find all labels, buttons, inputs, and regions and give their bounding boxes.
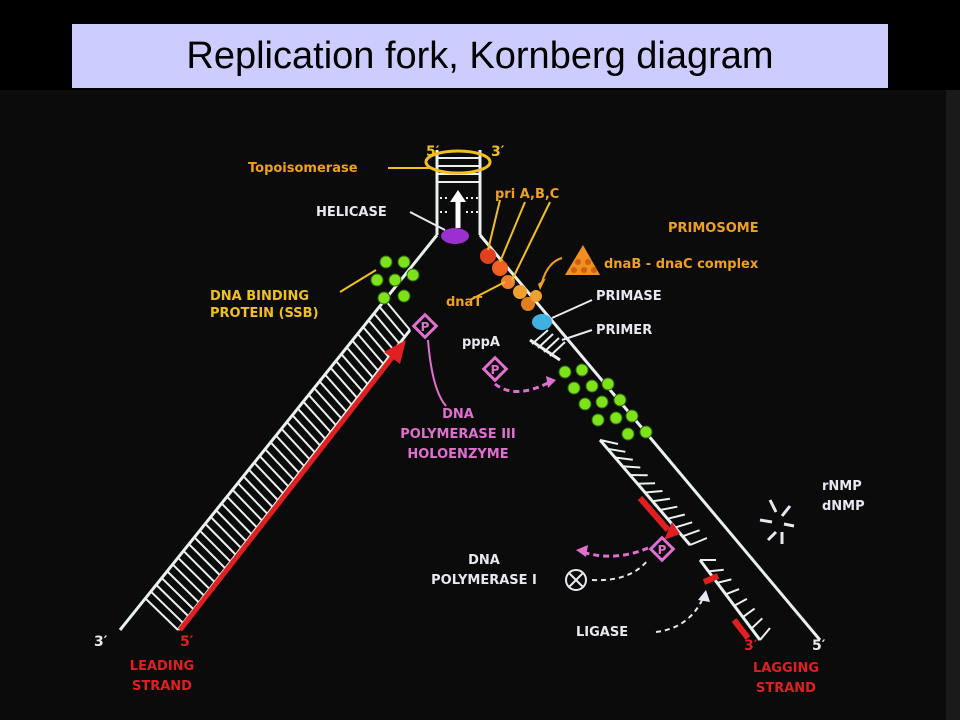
pppa-label: pppA [462,335,500,350]
nick-mark-2 [731,618,751,640]
slide-title: Replication fork, Kornberg diagram [186,35,774,77]
leading-base-pairs [144,299,411,631]
rnmp-label: rNMP [822,479,862,494]
three-prime-left: 3′ [94,634,108,650]
nick-mark-1 [702,573,720,585]
pol1-return-arrow [591,559,649,582]
nucleotide-burst-icon [759,499,795,544]
dnab-dnac-dots [571,259,597,273]
five-prime-left: 5′ [180,634,194,650]
pol3-label-line3: HOLOENZYME [407,447,508,462]
pol3-p-right: P [491,363,500,377]
pol1-diamond [648,535,676,563]
pol1-symbols: P [565,535,710,633]
lagging-strand-arm [478,234,822,641]
primer-pairs [531,329,566,357]
topoisomerase-label: Topoisomerase [248,161,358,176]
pol3-diamond-left [411,312,439,340]
pol1-cross-2 [568,572,584,588]
okazaki-1-pairs [599,439,708,546]
dnab-protein-1 [513,285,527,299]
ssb-label-line1: DNA BINDING [210,289,309,304]
three-prime-right: 3′ [744,638,758,654]
okazaki-arrow [637,496,671,532]
primase-label: PRIMASE [596,289,662,304]
dnab-protein-2 [521,297,535,311]
three-prime-top: 3′ [491,144,505,160]
leading-strand-arm [118,234,439,632]
pol1-arrow [581,546,649,558]
pri-protein-2 [492,260,508,276]
ssb-proteins [370,255,653,441]
dnab-protein-3 [530,290,542,302]
dnab-dnac-label: dnaB - dnaC complex [604,257,759,272]
parent-base-pairs [437,157,480,213]
primosome-label: PRIMOSOME [668,221,759,236]
lagging-label-line1: LAGGING [753,661,819,676]
ligase-label: LIGASE [576,625,628,640]
leading-arrowhead [384,340,406,364]
ligase-arrowhead [698,590,710,602]
helicase-shape [441,228,469,244]
pol3-transfer-arrowhead [546,376,556,388]
leading-label-line1: LEADING [130,659,194,674]
primase-shape [532,314,552,330]
pol1-p: P [658,543,667,557]
pol3-leader [427,339,447,407]
title-bar: Replication fork, Kornberg diagram [72,24,888,88]
dnmp-label: dNMP [822,499,865,514]
primer-label: PRIMER [596,323,652,338]
lagging-template [478,234,822,641]
pol3-p-left: P [421,320,430,334]
pol3-label-line1: DNA [442,407,474,422]
five-prime-top: 5′ [426,144,440,160]
ssb-label-line2: PROTEIN (SSB) [210,306,319,321]
pol3-diamond-right [481,355,509,383]
pol3-transfer-arrow [494,380,551,393]
slide-edge [946,90,960,720]
pol1-label-line1: DNA [468,553,500,568]
dnat-label: dnaT [446,295,482,310]
primosome-proteins [480,245,600,330]
five-prime-right: 5′ [812,638,826,654]
pol3-symbols: P P [411,312,556,407]
lagging-label-line2: STRAND [756,681,816,696]
dnat-protein [501,275,515,289]
pol1-circle-icon [565,569,587,591]
unwinding-arrowhead [450,190,466,202]
helicase-label: HELICASE [316,205,387,220]
topoisomerase-ring [424,149,492,175]
leading-strand-arrow [178,348,400,632]
pol3-label-line2: POLYMERASE III [400,427,515,442]
ligase-arrow [655,595,705,633]
okazaki-2-pairs [700,559,771,641]
white-leader-lines [409,211,593,341]
parent-duplex [424,149,492,244]
pri-protein-1 [480,248,496,264]
labels: 5′ 3′ Topoisomerase HELICASE pri A,B,C P… [94,144,865,696]
okazaki-arrowhead [664,522,680,540]
leading-label-line2: STRAND [132,679,192,694]
pol1-arrowhead [576,545,588,557]
okazaki-fragment-2 [698,559,762,641]
dnab-arrowhead [538,278,546,290]
pol1-label-line2: POLYMERASE I [431,573,537,588]
orange-leader-lines [339,167,563,301]
pri-label: pri A,B,C [495,187,559,202]
